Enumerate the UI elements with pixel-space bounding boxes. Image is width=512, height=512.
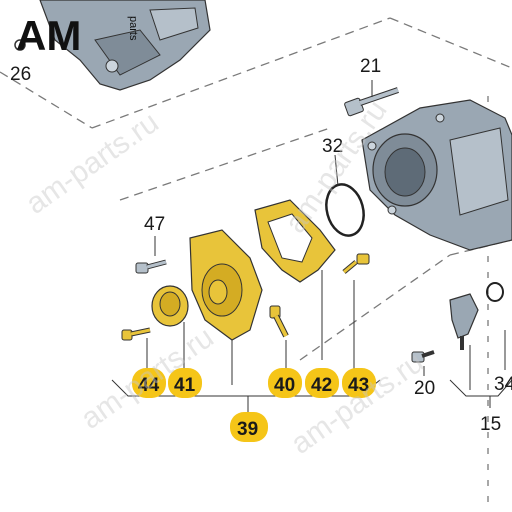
gearbox-housing-part (361, 99, 512, 251)
highlight-badges (132, 368, 376, 442)
badge-42[interactable] (305, 368, 339, 398)
badge-44[interactable] (132, 368, 166, 398)
water-pump-cover-39-part (189, 229, 263, 385)
callout-40[interactable]: 40 (274, 375, 295, 396)
callout-26[interactable]: 26 (10, 64, 31, 85)
badge-40[interactable] (268, 368, 302, 398)
callout-39[interactable]: 39 (237, 419, 258, 440)
watermark-1: am-parts.ru (20, 106, 165, 221)
logo-subtext: parts (127, 16, 139, 41)
watermark-4: am-parts.ru (285, 346, 430, 461)
badge-43[interactable] (342, 368, 376, 398)
engine-block-part (14, 0, 211, 91)
callout-34[interactable]: 34 (494, 374, 512, 395)
callout-20[interactable]: 20 (414, 378, 435, 399)
callout-44[interactable]: 44 (138, 375, 160, 396)
badge-39[interactable] (230, 412, 268, 442)
callout-32[interactable]: 32 (322, 136, 343, 157)
callout-43[interactable]: 43 (348, 375, 369, 396)
gasket-42-part (254, 199, 336, 360)
am-parts-logo: AM parts (16, 12, 139, 59)
screw-20-part (411, 350, 435, 376)
callout-42[interactable]: 42 (311, 375, 332, 396)
bolt-40-part (269, 305, 289, 370)
badge-41[interactable] (168, 368, 202, 398)
callout-47[interactable]: 47 (144, 214, 165, 235)
screw-47-part (135, 236, 167, 274)
bolt-43-part (342, 253, 370, 370)
pulley-41-part (151, 285, 189, 370)
callout-15[interactable]: 15 (480, 414, 501, 435)
bolt-21-part (344, 80, 399, 117)
sensor-15-part (449, 282, 506, 390)
group-bracket-15 (449, 379, 512, 408)
callout-21[interactable]: 21 (360, 56, 381, 77)
bolt-44-part (121, 327, 151, 370)
o-ring-32-part (325, 154, 365, 237)
logo-text: AM (16, 12, 81, 59)
callout-41[interactable]: 41 (174, 375, 196, 396)
